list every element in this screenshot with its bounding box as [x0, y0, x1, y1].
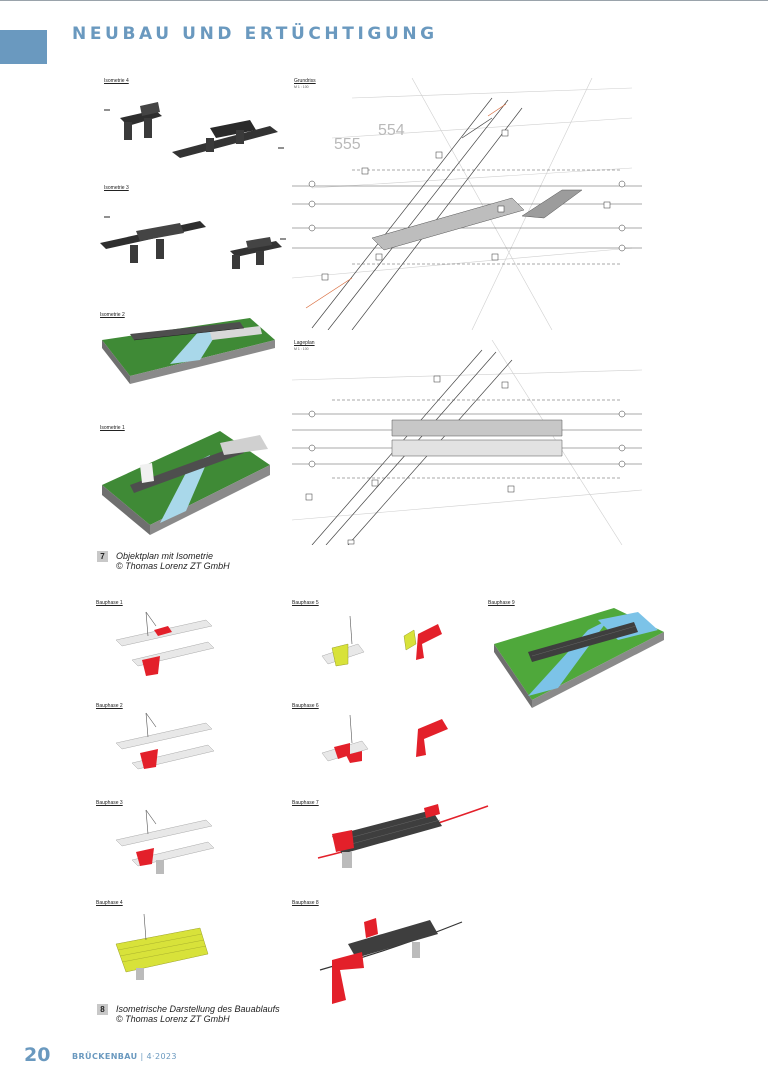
bauphase-7-drawing: [317, 804, 489, 868]
isometric-4: Isometrie 4: [100, 78, 290, 168]
lageplan-plan: Lageplan M 1 : 100: [292, 340, 642, 545]
plan-number-555: 555: [334, 136, 361, 153]
isometric-4-drawing: [104, 102, 284, 158]
isometric-1-label: Isometrie 1: [100, 425, 125, 431]
grundriss-scale: M 1 : 100: [294, 85, 309, 89]
bauphase-9-drawing: [494, 608, 664, 708]
isometric-2: Isometrie 2: [100, 312, 290, 384]
bauphase-1-label: Bauphase 1: [96, 600, 123, 606]
isometric-1: Isometrie 1: [100, 425, 290, 537]
isometric-3-label: Isometrie 3: [104, 185, 129, 191]
bauphase-6-label: Bauphase 6: [292, 703, 319, 709]
section-title: NEUBAU UND ERTÜCHTIGUNG: [72, 24, 438, 44]
bauphase-1: Bauphase 1: [96, 600, 246, 680]
figure-8-number: 8: [97, 1004, 108, 1015]
isometric-2-drawing: [102, 318, 275, 384]
bauphase-4: Bauphase 4: [96, 900, 246, 985]
bauphase-9-label: Bauphase 9: [488, 600, 515, 606]
grundriss-label: Grundriss: [294, 78, 316, 84]
bauphase-5-drawing: [321, 615, 442, 667]
bauphase-3: Bauphase 3: [96, 800, 246, 880]
isometric-4-label: Isometrie 4: [104, 78, 129, 84]
figure-7-caption-line1: Objektplan mit Isometrie: [116, 551, 214, 561]
bauphase-1-drawing: [115, 611, 215, 676]
magazine-name: BRÜCKENBAU: [72, 1052, 138, 1061]
bauphase-4-label: Bauphase 4: [96, 900, 123, 906]
isometric-2-label: Isometrie 2: [100, 312, 125, 318]
bauphase-7: Bauphase 7: [292, 800, 492, 880]
isometric-1-drawing: [102, 431, 270, 535]
bauphase-2-drawing: [115, 712, 215, 770]
isometric-3: Isometrie 3: [100, 185, 290, 280]
figure-8-caption-line2: © Thomas Lorenz ZT GmbH: [116, 1014, 230, 1024]
bauphase-3-label: Bauphase 3: [96, 800, 123, 806]
grundriss-plan: Grundriss M 1 : 100: [292, 78, 642, 330]
bauphase-2: Bauphase 2: [96, 703, 246, 783]
page-number: 20: [24, 1044, 51, 1066]
figure-7-number: 7: [97, 551, 108, 562]
bauphase-5-label: Bauphase 5: [292, 600, 319, 606]
bauphase-8-drawing: [319, 918, 463, 1004]
lageplan-scale: M 1 : 100: [294, 347, 309, 351]
lageplan-label: Lageplan: [294, 340, 315, 346]
magazine-issue: | 4·2023: [140, 1052, 177, 1061]
bauphase-9: Bauphase 9: [488, 600, 668, 710]
bauphase-8: Bauphase 8: [292, 900, 492, 1010]
figure-8-caption-line1: Isometrische Darstellung des Bauablaufs: [116, 1004, 280, 1014]
bauphase-4-drawing: [115, 913, 209, 980]
bauphase-5: Bauphase 5: [292, 600, 472, 680]
bauphase-2-label: Bauphase 2: [96, 703, 123, 709]
section-tab: [0, 30, 47, 64]
plan-number-554: 554: [378, 122, 405, 139]
figure-7-caption-line2: © Thomas Lorenz ZT GmbH: [116, 561, 230, 571]
lageplan-drawing: [292, 340, 642, 545]
isometric-3-drawing: [100, 216, 286, 269]
bauphase-8-label: Bauphase 8: [292, 900, 319, 906]
bauphase-6-drawing: [321, 714, 448, 763]
grundriss-drawing: [292, 78, 642, 330]
top-rule: [0, 0, 768, 1]
bauphase-3-drawing: [115, 809, 215, 874]
magazine-footer: BRÜCKENBAU | 4·2023: [72, 1052, 177, 1061]
bauphase-7-label: Bauphase 7: [292, 800, 319, 806]
bauphase-6: Bauphase 6: [292, 703, 472, 783]
